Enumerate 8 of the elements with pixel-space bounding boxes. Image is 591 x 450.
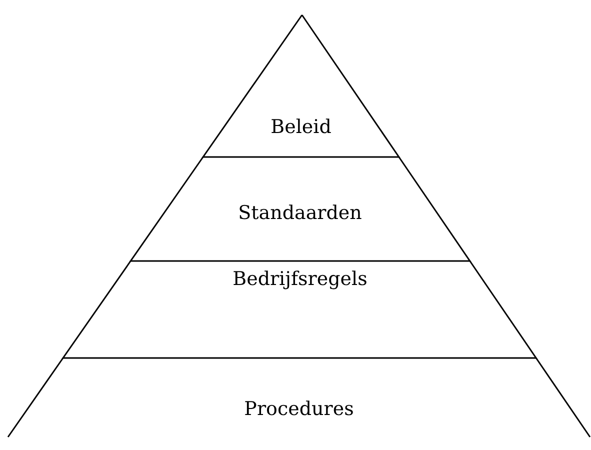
pyramid-tier [63,261,537,358]
pyramid-tier [203,15,399,157]
tier-label: Beleid [270,116,332,138]
tier-label: Bedrijfsregels [232,268,368,290]
pyramid-tier [130,157,470,261]
tier-label: Standaarden [237,202,363,224]
pyramid-tier [8,358,590,437]
tier-label: Procedures [243,398,355,420]
